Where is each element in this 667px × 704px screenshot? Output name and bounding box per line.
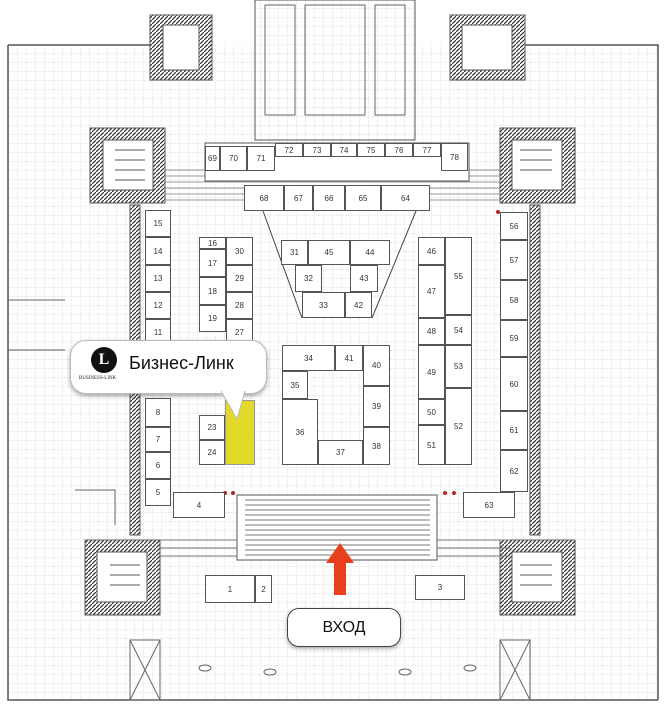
booth-52[interactable]: 52 <box>445 388 472 465</box>
booth-24[interactable]: 24 <box>199 440 225 465</box>
booth-67[interactable]: 67 <box>284 185 313 211</box>
booth-53[interactable]: 53 <box>445 345 472 388</box>
booth-49[interactable]: 49 <box>418 345 445 399</box>
booth-76[interactable]: 76 <box>385 143 413 157</box>
entrance-arrow-icon <box>326 543 354 595</box>
booth-42[interactable]: 42 <box>345 292 372 318</box>
booth-61[interactable]: 61 <box>500 411 528 450</box>
booth-50[interactable]: 50 <box>418 399 445 425</box>
callout-tail <box>221 391 246 421</box>
booth-78[interactable]: 78 <box>441 143 468 171</box>
booth-38[interactable]: 38 <box>363 427 390 465</box>
booth-14[interactable]: 14 <box>145 237 171 265</box>
booth-8[interactable]: 8 <box>145 398 171 427</box>
booth-19[interactable]: 19 <box>199 305 226 332</box>
booth-77[interactable]: 77 <box>413 143 441 157</box>
booth-17[interactable]: 17 <box>199 249 226 277</box>
booth-43[interactable]: 43 <box>350 265 378 292</box>
booth-6[interactable]: 6 <box>145 452 171 479</box>
booth-69[interactable]: 69 <box>205 146 220 171</box>
booth-51[interactable]: 51 <box>418 425 445 465</box>
booth-2[interactable]: 2 <box>255 575 272 603</box>
booth-54[interactable]: 54 <box>445 315 472 345</box>
top-stairs <box>264 4 406 116</box>
entrance-label: ВХОД <box>287 608 401 647</box>
booth-45[interactable]: 45 <box>308 240 350 265</box>
booth-16[interactable]: 16 <box>199 237 226 249</box>
booth-72[interactable]: 72 <box>275 143 303 157</box>
booth-57[interactable]: 57 <box>500 240 528 280</box>
booth-5[interactable]: 5 <box>145 479 171 506</box>
booth-31[interactable]: 31 <box>281 240 308 265</box>
exhibitor-callout: L BUSINESS-LINK Бизнес-Линк <box>70 340 267 421</box>
booth-39[interactable]: 39 <box>363 386 390 427</box>
booth-13[interactable]: 13 <box>145 265 171 292</box>
booth-28[interactable]: 28 <box>226 292 253 319</box>
booth-4[interactable]: 4 <box>173 492 225 518</box>
booth-56[interactable]: 56 <box>500 212 528 240</box>
booth-64[interactable]: 64 <box>381 185 430 211</box>
booth-74[interactable]: 74 <box>331 143 357 157</box>
booth-40[interactable]: 40 <box>363 345 390 386</box>
booth-3[interactable]: 3 <box>415 575 465 600</box>
booth-29[interactable]: 29 <box>226 265 253 292</box>
business-link-logo: L <box>91 347 117 373</box>
booth-36[interactable]: 36 <box>282 399 318 465</box>
booth-12[interactable]: 12 <box>145 292 171 319</box>
booth-59[interactable]: 59 <box>500 320 528 357</box>
booth-62[interactable]: 62 <box>500 450 528 492</box>
booth-33[interactable]: 33 <box>302 292 345 318</box>
booth-1[interactable]: 1 <box>205 575 255 603</box>
exhibitor-name: Бизнес-Линк <box>129 353 234 373</box>
logo-caption: BUSINESS-LINK <box>79 376 117 381</box>
booth-66[interactable]: 66 <box>313 185 345 211</box>
booth-60[interactable]: 60 <box>500 357 528 411</box>
booth-46[interactable]: 46 <box>418 237 445 265</box>
booth-32[interactable]: 32 <box>295 265 322 292</box>
booth-65[interactable]: 65 <box>345 185 381 211</box>
booth-55[interactable]: 55 <box>445 237 472 315</box>
booth-18[interactable]: 18 <box>199 277 226 305</box>
booth-68[interactable]: 68 <box>244 185 284 211</box>
booth-63[interactable]: 63 <box>463 492 515 518</box>
booth-75[interactable]: 75 <box>357 143 385 157</box>
booth-71[interactable]: 71 <box>247 146 275 171</box>
booth-7[interactable]: 7 <box>145 427 171 452</box>
booth-34[interactable]: 34 <box>282 345 335 371</box>
booth-23[interactable]: 23 <box>199 415 225 440</box>
booth-15[interactable]: 15 <box>145 210 171 237</box>
booth-41[interactable]: 41 <box>335 345 363 371</box>
booth-58[interactable]: 58 <box>500 280 528 320</box>
booth-47[interactable]: 47 <box>418 265 445 318</box>
booth-30[interactable]: 30 <box>226 237 253 265</box>
booth-70[interactable]: 70 <box>220 146 247 171</box>
booth-73[interactable]: 73 <box>303 143 331 157</box>
booth-44[interactable]: 44 <box>350 240 390 265</box>
booth-48[interactable]: 48 <box>418 318 445 345</box>
booth-35[interactable]: 35 <box>282 371 308 399</box>
booth-37[interactable]: 37 <box>318 440 363 465</box>
